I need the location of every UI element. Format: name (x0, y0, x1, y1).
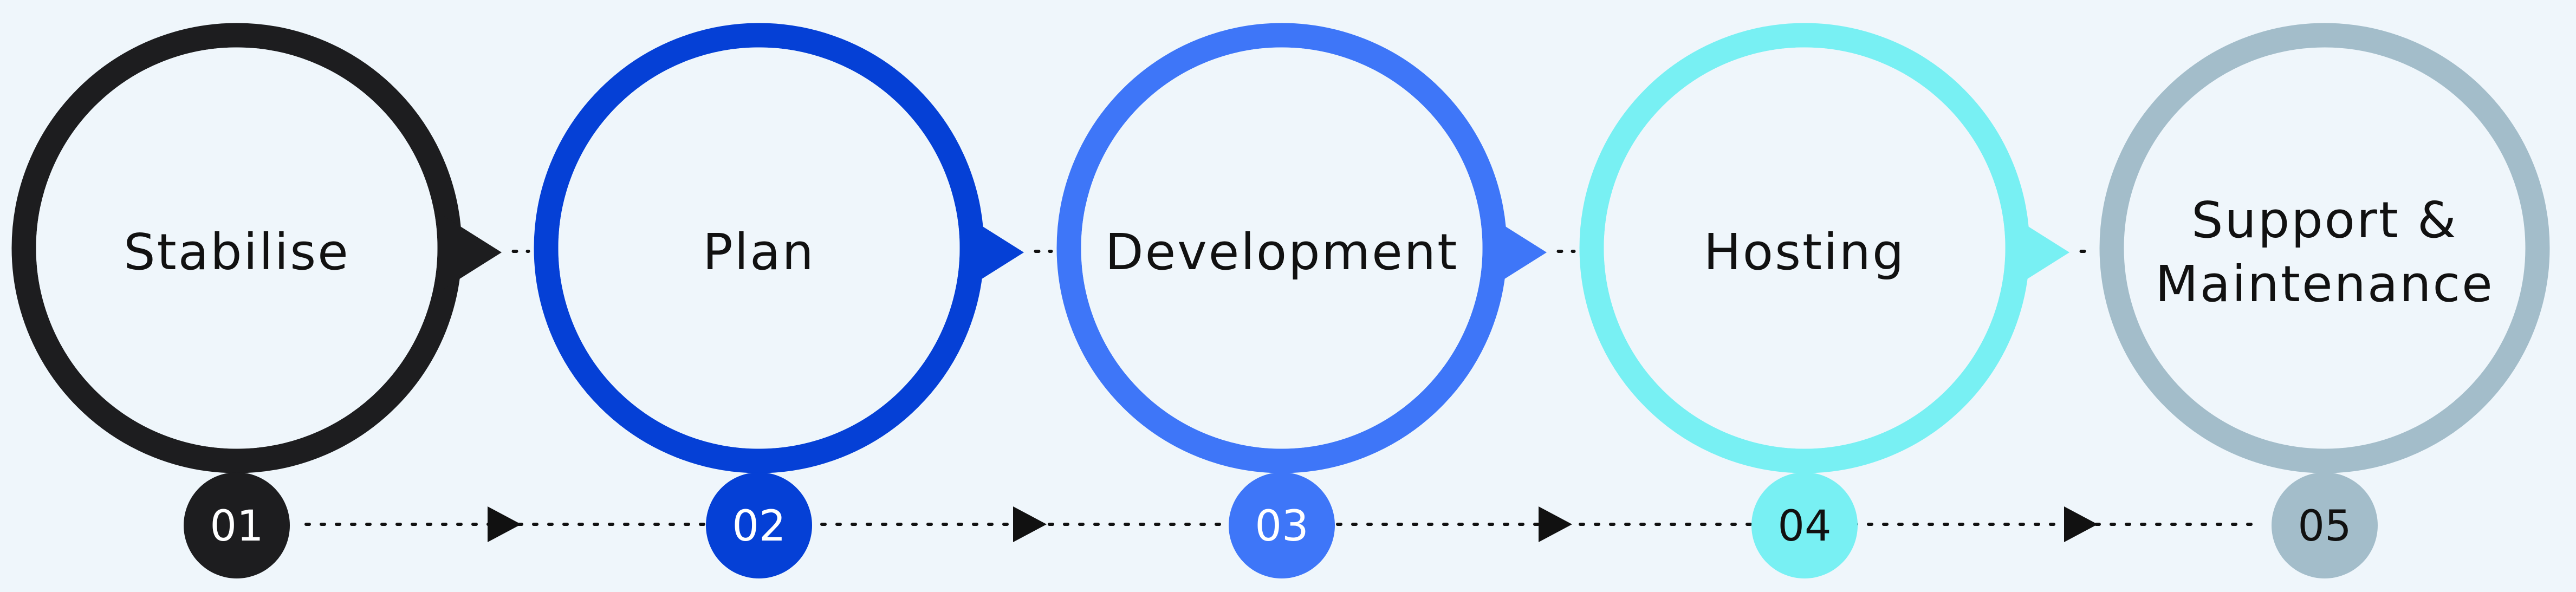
step-number-badge (184, 472, 290, 578)
step-label: Hosting (1704, 223, 1906, 281)
bottom-arrowhead (1539, 506, 1572, 542)
step-number: 04 (1777, 502, 1831, 551)
step-ring-inner (1081, 47, 1483, 449)
step-number-badge (1229, 472, 1335, 578)
process-step: Development 03 (1056, 23, 1576, 578)
step-number: 02 (732, 502, 786, 551)
step-label: Maintenance (2155, 255, 2494, 313)
step-number-badge (706, 472, 812, 578)
step-number-badge (1751, 472, 1858, 578)
step-label: Support & (2191, 191, 2458, 249)
step-ring (2099, 23, 2550, 473)
process-step: Support & Maintenance 05 (2099, 23, 2550, 578)
process-step: Stabilise 01 (11, 23, 530, 578)
step-number: 05 (2298, 502, 2351, 551)
step-pointer (965, 216, 1024, 289)
step-pointer (1488, 216, 1547, 289)
step-pointer (443, 216, 502, 289)
step-ring-inner (36, 47, 438, 449)
process-step: Plan 02 (534, 23, 1053, 578)
bottom-arrowhead (1013, 506, 1047, 542)
step-label: Development (1105, 223, 1458, 281)
step-number-badge (2272, 472, 2378, 578)
step-label: Stabilise (124, 223, 349, 281)
step-number: 03 (1255, 502, 1308, 551)
bottom-arrowhead (488, 506, 521, 542)
step-ring-inner (558, 47, 960, 449)
step-number: 01 (210, 502, 263, 551)
step-label: Plan (703, 223, 815, 281)
step-ring-inner (1604, 47, 2006, 449)
process-step: Hosting 04 (1579, 23, 2096, 578)
step-pointer (2011, 216, 2069, 289)
bottom-arrowhead (2064, 506, 2098, 542)
